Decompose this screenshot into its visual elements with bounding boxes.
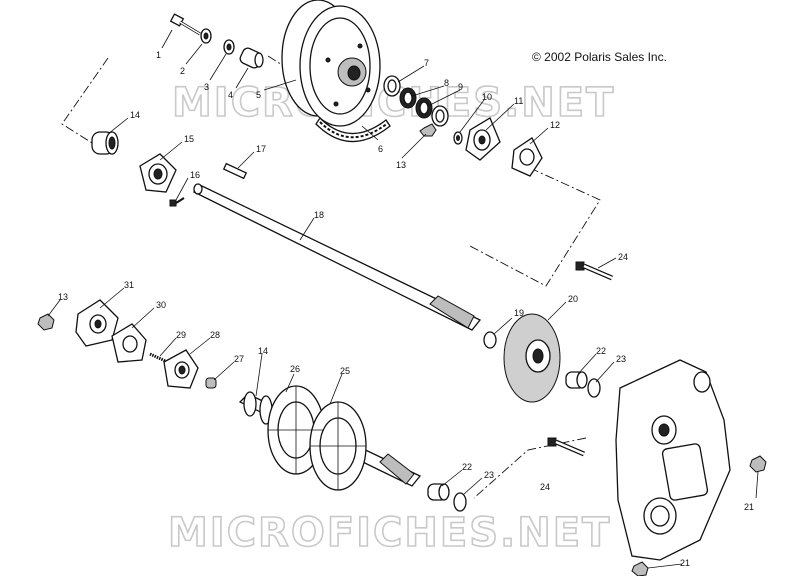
part-ring-9	[415, 97, 433, 119]
part-washer-2	[200, 28, 212, 44]
callout-16: 16	[190, 170, 200, 180]
part-nut-13-upper	[419, 123, 437, 137]
copyright-text: © 2002 Polaris Sales Inc.	[532, 50, 667, 64]
part-pulley-5	[281, 0, 381, 127]
part-washer-3	[223, 39, 235, 55]
part-nut-13-lower	[37, 313, 55, 331]
callout-18: 18	[314, 210, 324, 220]
part-gasket-30	[111, 323, 147, 363]
callout-20: 20	[568, 294, 578, 304]
callout-3: 3	[204, 82, 209, 92]
part-bolt-16	[169, 197, 185, 207]
callout-6: 6	[378, 144, 383, 154]
part-bushing-27	[205, 377, 217, 389]
callout-11: 11	[514, 96, 523, 106]
watermark-bottom: MICROFICHES.NET	[168, 510, 611, 556]
part-flange-28	[163, 349, 199, 389]
callout-5: 5	[256, 90, 261, 100]
callout-24-upper: 24	[618, 252, 628, 262]
callout-8: 8	[444, 78, 449, 88]
part-flange-12	[511, 137, 543, 177]
part-bushing-22-upper	[565, 371, 588, 389]
part-bolt-24-lower	[547, 437, 585, 457]
callout-24-lower: 24	[540, 482, 550, 492]
callout-17: 17	[256, 144, 266, 154]
callout-14-upper: 14	[130, 110, 140, 120]
callout-10: 10	[482, 92, 492, 102]
callout-31: 31	[124, 280, 134, 290]
part-bushing-4	[239, 47, 264, 69]
callout-23-upper: 23	[616, 354, 626, 364]
callout-13-upper: 13	[396, 160, 406, 170]
callout-labels: 1 2 3 4 5 6 7 8 9 10 11 12 13 14 15 16 1…	[58, 50, 754, 568]
part-brake-disc-20	[503, 313, 561, 403]
callout-25: 25	[340, 366, 350, 376]
part-seal-19	[483, 331, 497, 349]
part-ring-8	[399, 87, 417, 109]
callout-14-lower: 14	[258, 346, 268, 356]
callout-19: 19	[514, 308, 524, 318]
callout-23-lower: 23	[484, 470, 494, 480]
part-washer-23-upper	[587, 378, 601, 398]
part-drive-shaft-assembly	[238, 385, 422, 491]
callout-13-lower: 13	[58, 292, 68, 302]
part-chaincase-housing	[615, 359, 731, 561]
callout-4: 4	[228, 90, 233, 100]
part-plate-31	[75, 299, 119, 347]
part-bolt-1	[169, 13, 201, 36]
dash-line-lower	[473, 437, 587, 499]
part-ring-9b	[431, 105, 449, 127]
part-bearing-14-upper	[91, 131, 119, 155]
callout-15: 15	[184, 134, 194, 144]
dash-line-right-upper	[469, 167, 601, 287]
callout-22-lower: 22	[462, 462, 472, 472]
part-bushing-22-lower	[427, 483, 450, 501]
callout-21-right: 21	[744, 502, 754, 512]
callout-2: 2	[180, 66, 185, 76]
callout-1: 1	[156, 50, 161, 60]
callout-26: 26	[290, 364, 300, 374]
part-nut-21-right	[749, 455, 767, 473]
part-key-17	[222, 162, 248, 180]
part-shaft-18	[192, 183, 482, 331]
dash-line-left-upper	[61, 57, 109, 149]
callout-30: 30	[156, 300, 166, 310]
callout-29: 29	[176, 330, 186, 340]
callout-21-bottom: 21	[680, 558, 690, 568]
part-washer-23-lower	[453, 492, 467, 512]
part-ring-7	[383, 75, 401, 97]
part-nut-21-bottom	[631, 561, 649, 576]
part-chain-6	[315, 116, 391, 143]
leader-lines	[47, 29, 759, 569]
part-plate-11	[465, 117, 501, 161]
part-washer-10	[453, 131, 463, 145]
callout-12: 12	[550, 120, 560, 130]
callout-9: 9	[458, 82, 463, 92]
callout-27: 27	[234, 354, 244, 364]
callout-28: 28	[210, 330, 220, 340]
part-flange-15	[139, 153, 177, 193]
callout-7: 7	[424, 58, 429, 68]
part-bolt-24-upper	[575, 261, 613, 281]
callout-22-upper: 22	[596, 346, 606, 356]
